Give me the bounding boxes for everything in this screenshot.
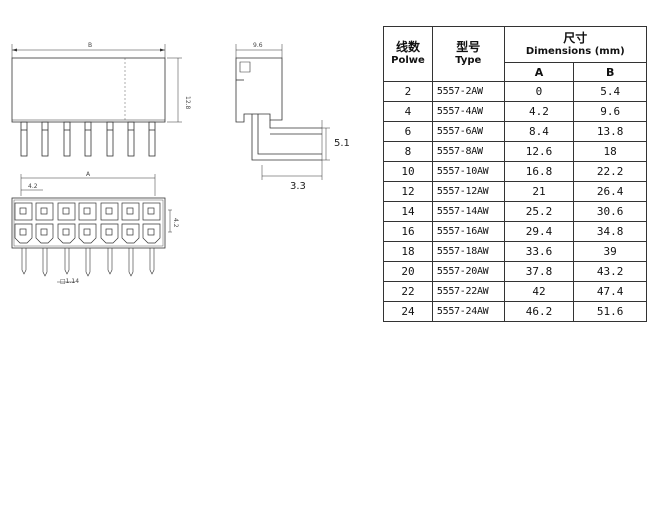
dim-side-width-label: 9.6 (253, 42, 263, 49)
dim-3-3-label: 3.3 (290, 181, 306, 192)
cell-dim-a: 0 (503, 81, 575, 102)
cell-dim-b: 30.6 (573, 201, 647, 222)
header-count-en: Polwe (391, 55, 425, 66)
cell-count: 18 (383, 241, 433, 262)
cell-dim-b: 51.6 (573, 301, 647, 322)
cell-dim-a: 12.6 (503, 141, 575, 162)
front-pins (20, 121, 156, 157)
cell-dim-a: 33.6 (503, 241, 575, 262)
header-type-cn: 型号 (456, 40, 481, 54)
front-view (11, 44, 182, 157)
dim-5-1-label: 5.1 (334, 138, 350, 149)
cell-dim-a: 4.2 (503, 101, 575, 122)
cell-dim-b: 13.8 (573, 121, 647, 142)
dim-pitch-label: 4.2 (28, 183, 38, 190)
cell-count: 16 (383, 221, 433, 242)
cell-dim-b: 22.2 (573, 161, 647, 182)
cell-dim-b: 43.2 (573, 261, 647, 282)
dimension-table: 线数 Polwe 型号 Type 尺寸 Dimensions (mm) A B … (383, 26, 648, 322)
cell-dim-a: 29.4 (503, 221, 575, 242)
dim-a-label: A (86, 171, 91, 178)
cell-dim-a: 16.8 (503, 161, 575, 182)
cell-count: 12 (383, 181, 433, 202)
cell-dim-a: 21 (503, 181, 575, 202)
cell-dim-b: 9.6 (573, 101, 647, 122)
side-view (235, 44, 330, 180)
cell-count: 22 (383, 281, 433, 302)
cell-dim-a: 8.4 (503, 121, 575, 142)
cell-dim-b: 18 (573, 141, 647, 162)
cell-count: 6 (383, 121, 433, 142)
cell-type: 5557-4AW (431, 101, 505, 122)
cell-dim-b: 47.4 (573, 281, 647, 302)
header-count: 线数 Polwe (383, 26, 433, 82)
cell-dim-a: 42 (503, 281, 575, 302)
cell-type: 5557-20AW (431, 261, 505, 282)
header-b: B (573, 62, 647, 82)
header-type: 型号 Type (431, 26, 505, 82)
cell-type: 5557-14AW (431, 201, 505, 222)
header-dim-cn: 尺寸 (563, 30, 588, 45)
cell-count: 20 (383, 261, 433, 282)
dim-b-label: B (88, 42, 92, 49)
dim-height-label: 12.8 (184, 96, 191, 110)
cell-type: 5557-18AW (431, 241, 505, 262)
cell-dim-b: 39 (573, 241, 647, 262)
cell-dim-b: 26.4 (573, 181, 647, 202)
bottom-pins (21, 248, 155, 277)
cell-type: 5557-24AW (431, 301, 505, 322)
cell-type: 5557-10AW (431, 161, 505, 182)
header-type-en: Type (455, 55, 482, 66)
header-count-cn: 线数 (395, 40, 420, 54)
cell-type: 5557-2AW (431, 81, 505, 102)
header-dimensions: 尺寸 Dimensions (mm) (503, 26, 648, 63)
bottom-view (11, 174, 172, 283)
cell-type: 5557-12AW (431, 181, 505, 202)
header-dim-en: Dimensions (mm) (525, 45, 625, 57)
header-a: A (503, 62, 575, 82)
cell-count: 14 (383, 201, 433, 222)
cell-type: 5557-6AW (431, 121, 505, 142)
cell-count: 2 (383, 81, 433, 102)
cavities-top-row (14, 202, 161, 221)
cavities-bottom-row (14, 223, 161, 244)
cell-dim-a: 37.8 (503, 261, 575, 282)
cell-dim-a: 46.2 (503, 301, 575, 322)
cell-dim-b: 5.4 (573, 81, 647, 102)
cell-type: 5557-8AW (431, 141, 505, 162)
cell-type: 5557-22AW (431, 281, 505, 302)
cell-count: 8 (383, 141, 433, 162)
cell-dim-a: 25.2 (503, 201, 575, 222)
cell-count: 10 (383, 161, 433, 182)
cell-count: 4 (383, 101, 433, 122)
cell-type: 5557-16AW (431, 221, 505, 242)
dim-pin-label: □1.14 (60, 278, 79, 285)
cell-dim-b: 34.8 (573, 221, 647, 242)
cell-count: 24 (383, 301, 433, 322)
dim-row-pitch-label: 4.2 (172, 218, 179, 228)
